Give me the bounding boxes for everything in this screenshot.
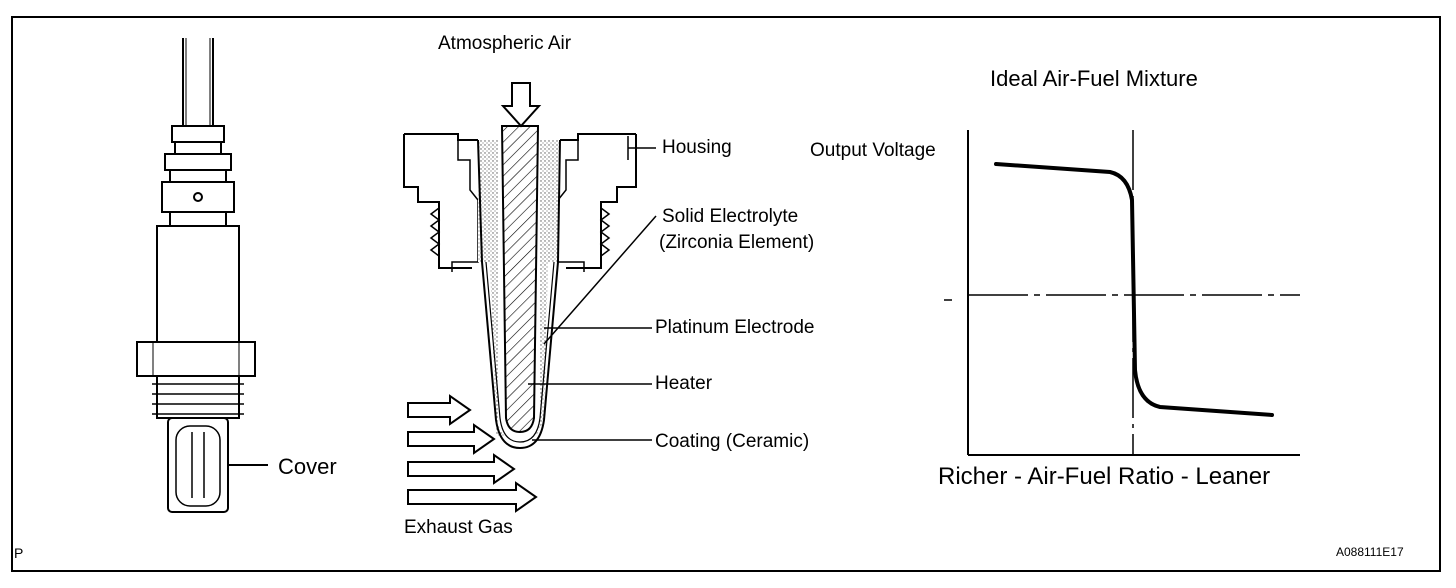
graph-title: Ideal Air-Fuel Mixture [990,66,1198,91]
cover-label: Cover [278,454,337,479]
electrolyte-label-line1: Solid Electrolyte [662,206,799,227]
atmospheric-air-label: Atmospheric Air [438,33,572,54]
figure-code: A088111E17 [1336,545,1404,559]
diagram-frame [11,16,1441,572]
atmospheric-air-arrow [500,82,542,128]
voltage-curve [994,162,1274,417]
heater-label: Heater [655,373,713,394]
graph-x-label: Richer - Air-Fuel Ratio - Leaner [938,463,1271,490]
housing-label: Housing [662,137,732,158]
oxygen-sensor-illustration [136,38,268,513]
coating-label: Coating (Ceramic) [655,431,810,452]
graph-y-label: Output Voltage [810,140,936,161]
exhaust-gas-label: Exhaust Gas [404,517,513,538]
heater-rod [500,125,540,434]
corner-mark-p: P [14,545,24,561]
sensor-cross-section [403,82,657,513]
platinum-electrode-label: Platinum Electrode [655,317,815,338]
voltage-graph [944,130,1300,456]
electrolyte-label-line2: (Zirconia Element) [659,232,815,253]
exhaust-gas-arrows [407,394,538,513]
